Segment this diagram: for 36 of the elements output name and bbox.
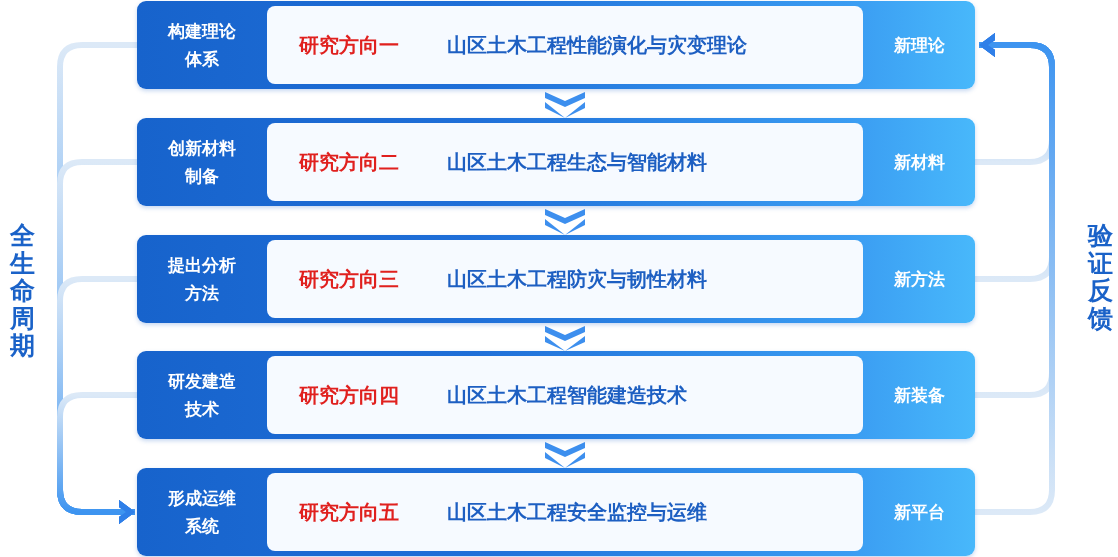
outcome-label: 新平台 (893, 500, 945, 524)
chevron-arrow (545, 326, 585, 351)
stage-label: 构建理论体系 (166, 20, 237, 71)
stage-label: 提出分析方法 (166, 254, 237, 305)
stage-band (137, 1, 975, 89)
direction-number: 研究方向三 (299, 266, 399, 293)
stage-band (137, 351, 975, 439)
direction-title: 山区土木工程生态与智能材料 (447, 149, 707, 176)
chevron-arrow (545, 92, 585, 118)
research-direction-card (267, 240, 863, 318)
outcome-label: 新方法 (893, 267, 945, 291)
direction-title: 山区土木工程安全监控与运维 (447, 499, 707, 526)
stage-band (137, 235, 975, 323)
research-direction-card (267, 123, 863, 201)
direction-number: 研究方向五 (299, 499, 399, 526)
stage-label: 研发建造技术 (167, 370, 237, 421)
outcome-label: 新装备 (893, 383, 945, 407)
direction-title: 山区土木工程防灾与韧性材料 (447, 266, 707, 293)
vertical-label: 全生命周期 (10, 222, 35, 360)
outcome-label: 新材料 (893, 150, 945, 174)
direction-title: 山区土木工程智能建造技术 (447, 382, 687, 409)
outcome-label: 新理论 (893, 33, 945, 57)
direction-number: 研究方向一 (299, 32, 399, 59)
stage-band (137, 468, 975, 556)
research-direction-card (267, 356, 863, 434)
direction-number: 研究方向二 (299, 149, 399, 176)
stage-label: 创新材料制备 (167, 137, 237, 188)
research-direction-card (267, 6, 863, 84)
research-direction-card (267, 473, 863, 551)
chevron-arrow (545, 442, 585, 468)
direction-number: 研究方向四 (299, 382, 399, 409)
stage-band (137, 118, 975, 206)
direction-title: 山区土木工程性能演化与灾变理论 (447, 32, 747, 59)
stage-label: 形成运维系统 (167, 487, 237, 538)
vertical-label: 验证反馈 (1088, 222, 1113, 332)
chevron-arrow (545, 209, 585, 235)
